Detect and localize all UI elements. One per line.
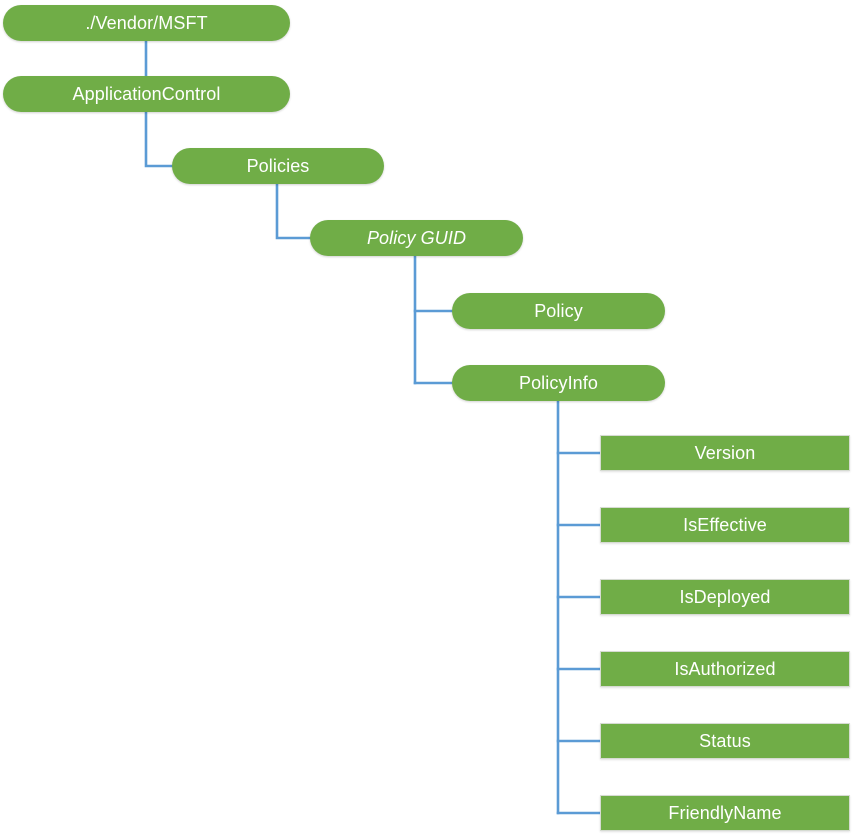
node-label-status: Status xyxy=(699,731,751,751)
node-vendor-msft[interactable]: ./Vendor/MSFT xyxy=(3,5,290,41)
node-label-policy-guid: Policy GUID xyxy=(366,228,467,248)
node-policy[interactable]: Policy xyxy=(452,293,665,329)
node-label-vendor-msft: ./Vendor/MSFT xyxy=(85,13,208,33)
node-policies[interactable]: Policies xyxy=(172,148,384,184)
node-label-policies: Policies xyxy=(246,156,310,176)
node-application-control[interactable]: ApplicationControl xyxy=(3,76,290,112)
node-label-application-control: ApplicationControl xyxy=(72,84,221,104)
node-policy-info[interactable]: PolicyInfo xyxy=(452,365,665,401)
node-label-is-authorized: IsAuthorized xyxy=(674,659,776,679)
node-label-policy-info: PolicyInfo xyxy=(518,373,599,393)
node-label-policy: Policy xyxy=(534,301,583,321)
node-label-is-effective: IsEffective xyxy=(683,515,767,535)
node-friendly-name[interactable]: FriendlyName xyxy=(600,795,850,831)
node-is-effective[interactable]: IsEffective xyxy=(600,507,850,543)
node-status[interactable]: Status xyxy=(600,723,850,759)
node-label-friendly-name: FriendlyName xyxy=(668,803,782,823)
edge-policies-to-policyguid xyxy=(275,182,312,240)
node-policy-guid[interactable]: Policy GUID xyxy=(310,220,523,256)
node-label-is-deployed: IsDeployed xyxy=(679,587,771,607)
node-is-deployed[interactable]: IsDeployed xyxy=(600,579,850,615)
node-is-authorized[interactable]: IsAuthorized xyxy=(600,651,850,687)
edge-appcontrol-to-policies xyxy=(144,110,174,168)
node-label-version: Version xyxy=(694,443,756,463)
node-version[interactable]: Version xyxy=(600,435,850,471)
